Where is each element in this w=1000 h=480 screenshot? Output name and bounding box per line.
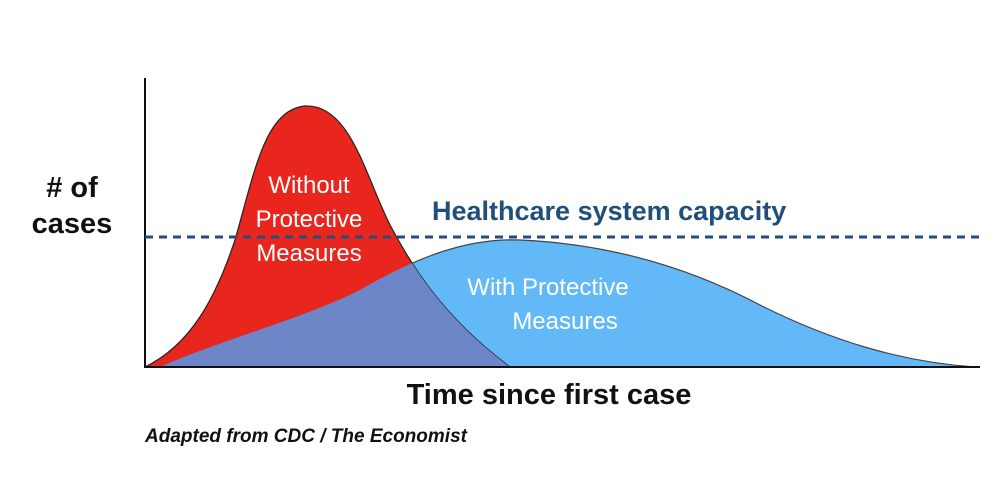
source-caption: Adapted from CDC / The Economist bbox=[144, 426, 468, 447]
curve-with-label-line-1: With Protective bbox=[467, 274, 628, 301]
curve-without-label-line-3: Measures bbox=[256, 240, 361, 267]
curve-without-label-line-1: Without bbox=[268, 172, 350, 199]
y-axis-label-line-1: # of bbox=[46, 172, 98, 204]
x-axis-label: Time since first case bbox=[407, 379, 692, 411]
curve-without-label-line-2: Protective bbox=[256, 206, 363, 233]
curve-with-label-line-2: Measures bbox=[512, 308, 617, 335]
y-axis-label-line-2: cases bbox=[32, 208, 113, 240]
capacity-label: Healthcare system capacity bbox=[432, 196, 786, 226]
curve-overlap-region bbox=[160, 239, 510, 367]
